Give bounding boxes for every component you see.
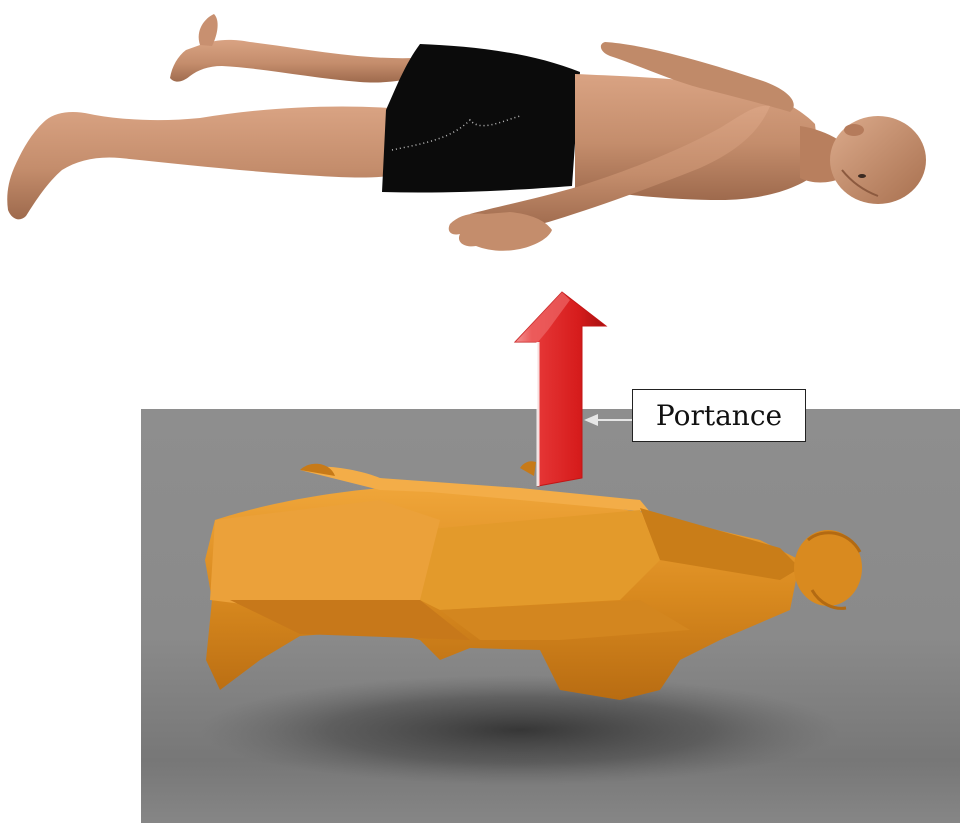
portance-label: Portance xyxy=(632,389,806,442)
human-swimmer-figure xyxy=(7,14,926,251)
ground-shadow xyxy=(200,675,840,785)
